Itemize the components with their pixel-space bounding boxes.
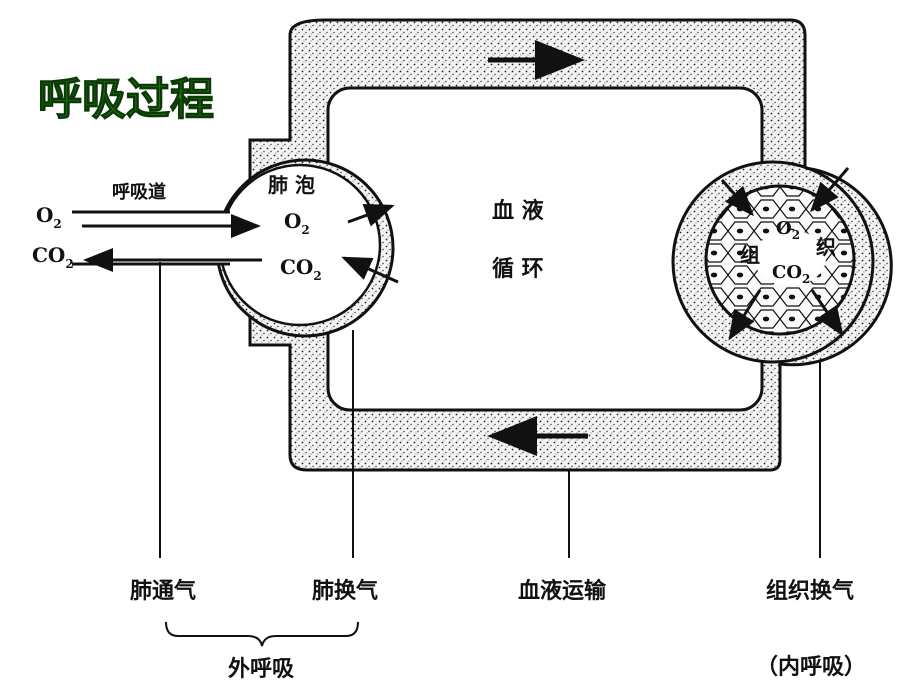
tissue-char-1: 组: [740, 243, 760, 267]
o2-tissue-sub: 2: [792, 228, 800, 242]
airway: [72, 210, 232, 266]
blood-circulation-line1: 血 液: [492, 198, 544, 224]
group-internal-respiration: （内呼吸）: [756, 654, 866, 680]
blood-circulation-line2: 循 环: [492, 256, 544, 282]
co2-tissue-sub: 2: [802, 272, 810, 286]
external-respiration-bracket: [165, 621, 359, 647]
stage-lung-exchange: 肺换气: [312, 578, 378, 604]
o2-outside-label: O2: [36, 203, 62, 231]
o2-outside-sub: 2: [53, 217, 61, 231]
co2-tissue-text: CO: [772, 262, 802, 283]
o2-outside-text: O: [36, 203, 53, 227]
tissue-co2-arrow-2: [810, 289, 844, 337]
tissue-co2-arrow-1: [728, 289, 762, 341]
tissue-o2-arrow-1: [720, 179, 754, 217]
o2-alveolus-label: O2: [284, 209, 310, 237]
lung-o2-arrow: [347, 203, 395, 227]
diagram-title: 呼吸过程: [38, 74, 214, 125]
tissue-char-2: 织: [816, 235, 836, 259]
co2-alveolus-label: CO2: [280, 255, 322, 283]
o2-tissue-label: O2: [776, 218, 800, 242]
stage-lung-ventilation: 肺通气: [130, 578, 196, 604]
alveolus: [215, 158, 395, 338]
stage-blood-transport: 血液运输: [518, 578, 607, 604]
co2-tissue-label: CO2: [772, 262, 810, 286]
stage-tissue-exchange: 组织换气: [766, 578, 854, 604]
blood-vessel-loop: [248, 18, 893, 472]
group-external-respiration: 外呼吸: [228, 656, 295, 682]
lung-co2-arrow: [341, 256, 399, 284]
alveolus-label: 肺 泡: [268, 173, 315, 197]
co2-outside-label: CO2: [32, 243, 74, 271]
co2-outside-text: CO: [32, 243, 65, 267]
airway-label: 呼吸道: [112, 181, 166, 203]
tissue-o2-arrow-2: [810, 167, 850, 213]
co2-outside-sub: 2: [65, 257, 73, 271]
co2-alveolus-sub: 2: [313, 269, 321, 283]
o2-tissue-text: O: [776, 218, 792, 239]
co2-alveolus-text: CO: [280, 255, 313, 279]
o2-alveolus-sub: 2: [301, 223, 309, 237]
o2-alveolus-text: O: [284, 209, 301, 233]
